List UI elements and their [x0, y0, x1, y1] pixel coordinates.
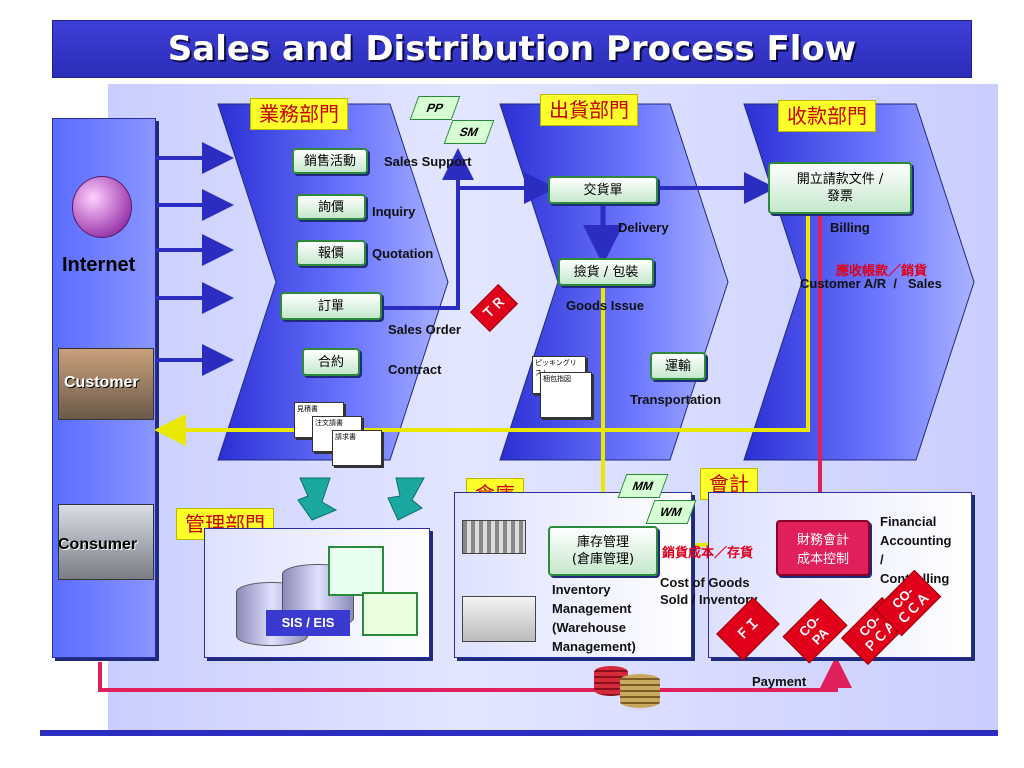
customer-photo: [58, 348, 154, 420]
inventory-zh-line1: 庫存管理: [576, 535, 629, 550]
truck-icon: [462, 596, 536, 642]
inventory-line4: Management): [552, 639, 636, 654]
bottom-rule: [40, 730, 998, 736]
inventory-zh-line2: (倉庫管理): [571, 552, 635, 567]
consumer-photo: [58, 504, 154, 580]
inventory-line2: Management: [552, 601, 632, 616]
inquiry-box: 詢價: [296, 194, 366, 220]
doc-invoice: 請求書: [332, 430, 382, 466]
billing-zh-line2: 發票: [826, 189, 853, 204]
cogs-label: Cost of Goods Sold / Inventory: [660, 574, 758, 608]
dept-collection: 收款部門: [778, 100, 876, 132]
line-chart-icon: [362, 592, 418, 636]
goods-issue-label: Goods Issue: [566, 298, 645, 313]
ar-label: Customer A/R / Sales: [800, 276, 942, 291]
contract-box: 合約: [302, 348, 360, 376]
sis-eis-label: SIS / EIS: [266, 610, 350, 636]
module-wm: WM: [645, 500, 697, 524]
contract-label: Contract: [388, 362, 442, 377]
module-sm: SM: [443, 120, 495, 144]
fin-line3: /: [880, 552, 884, 567]
internet-label: Internet: [62, 254, 136, 276]
bar-chart-icon: [328, 546, 384, 596]
consumer-label: Consumer: [58, 536, 138, 553]
transport-box: 運輸: [650, 352, 706, 380]
inventory-box: 庫存管理 (倉庫管理): [548, 526, 658, 576]
fin-control-box: 財務會計 成本控制: [776, 520, 870, 576]
quotation-label: Quotation: [372, 246, 434, 261]
quotation-box: 報價: [296, 240, 366, 266]
delivery-label: Delivery: [618, 220, 669, 235]
doc-packing: 梱包指図: [540, 372, 592, 418]
sales-support-label: Sales Support: [384, 154, 472, 169]
sales-activity-box: 銷售活動: [292, 148, 368, 174]
sales-order-label: Sales Order: [388, 322, 461, 337]
globe-icon: [72, 176, 132, 238]
goods-issue-box: 撿貨 / 包裝: [558, 258, 654, 286]
module-pp: PP: [409, 96, 461, 120]
ar-zh-label: 應收帳款／銷貨: [836, 263, 928, 278]
sales-order-box: 訂單: [280, 292, 382, 320]
cogs-zh-label: 銷貨成本／存貨: [662, 545, 754, 560]
arrow-payment: [98, 656, 852, 692]
inquiry-label: Inquiry: [372, 204, 416, 219]
inventory-line3: (Warehouse: [552, 620, 626, 635]
green-arrow-left: [297, 477, 338, 521]
transport-label: Transportation: [630, 392, 722, 407]
dept-sales: 業務部門: [250, 98, 348, 130]
title-bar: [52, 20, 972, 78]
coins-icon-2: [620, 674, 660, 708]
arrow-order-to-delivery: [384, 172, 556, 310]
billing-zh-line1: 開立請款文件 /: [796, 172, 884, 187]
dept-shipping: 出貨部門: [540, 94, 638, 126]
delivery-box: 交貨單: [548, 176, 658, 204]
fin-line2: Accounting: [880, 533, 952, 548]
green-arrow-right: [387, 477, 425, 521]
cogs-line2: Sold / Inventory: [660, 592, 758, 607]
module-mm: MM: [617, 474, 669, 498]
billing-box: 開立請款文件 / 發票: [768, 162, 912, 214]
fin-zh-line1: 財務會計: [796, 533, 849, 548]
cogs-line1: Cost of Goods: [660, 575, 750, 590]
inventory-line1: Inventory: [552, 582, 611, 597]
customer-label: Customer: [64, 374, 139, 391]
payment-label: Payment: [752, 674, 807, 689]
sales-chevron: [217, 103, 449, 461]
fin-zh-line2: 成本控制: [796, 552, 849, 567]
warehouse-building-icon: [462, 520, 526, 554]
billing-label: Billing: [830, 220, 870, 235]
page-title: Sales and Distribution Process Flow: [167, 29, 857, 69]
fin-line1: Financial: [880, 514, 937, 529]
inventory-label: Inventory Management (Warehouse Manageme…: [552, 580, 636, 656]
dept-management: 管理部門: [176, 508, 274, 540]
